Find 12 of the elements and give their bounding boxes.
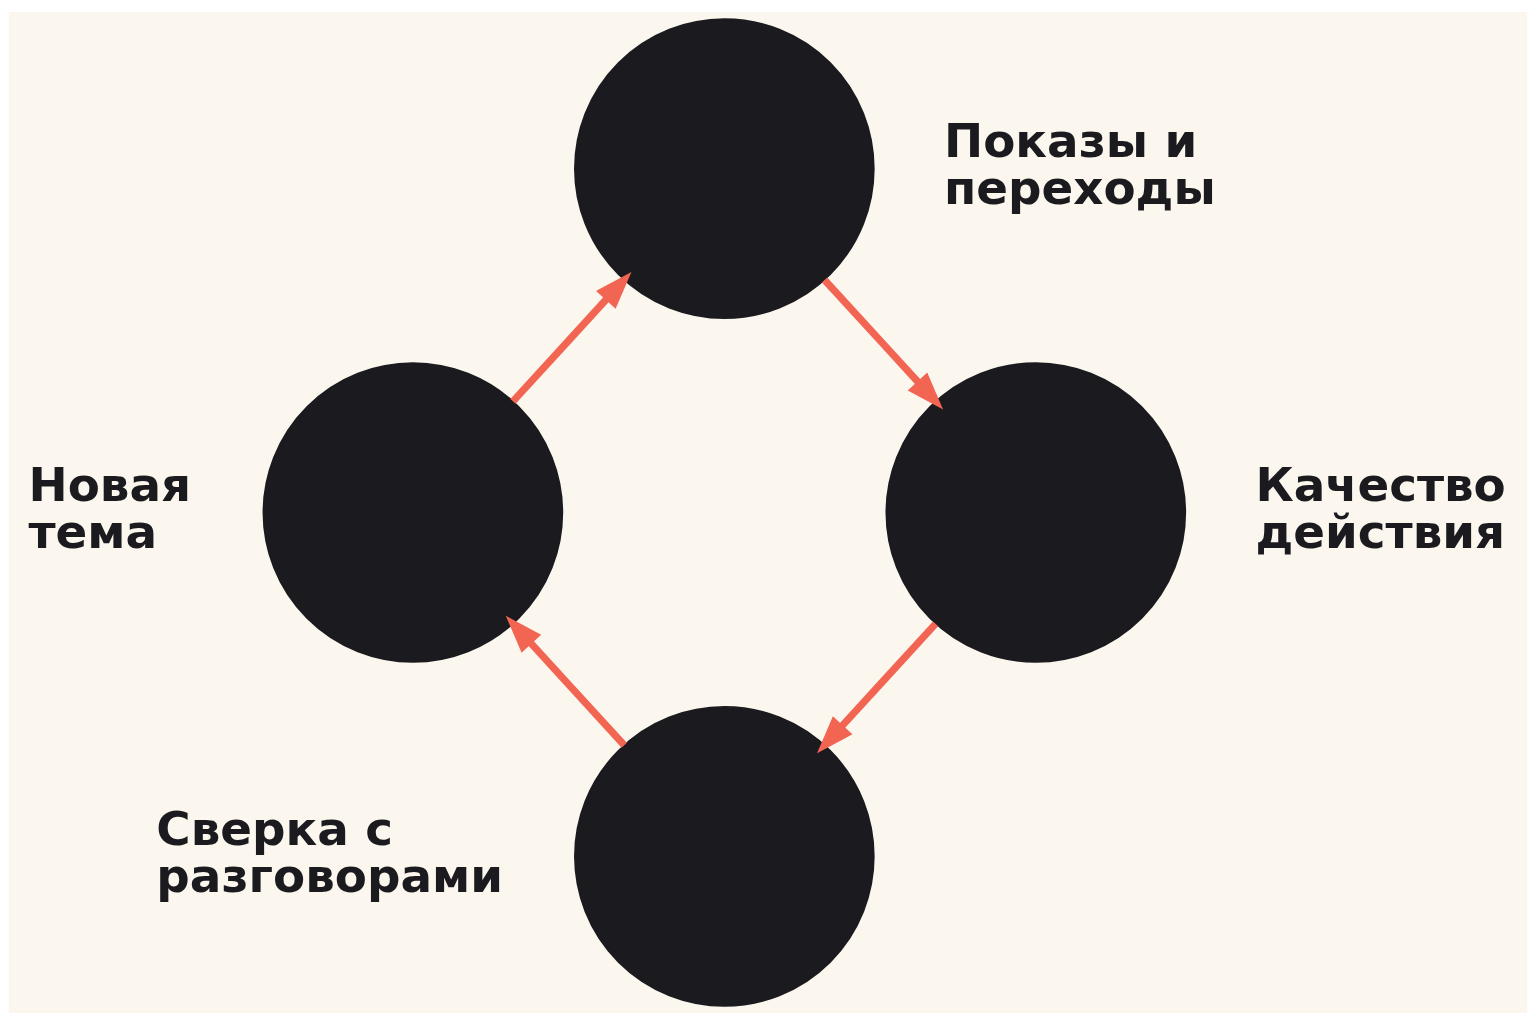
arrow <box>821 277 944 409</box>
node-label: Сверка с разговорами <box>156 801 504 903</box>
node-circle <box>885 361 1187 663</box>
arrow <box>817 620 939 753</box>
node-circle <box>262 361 564 663</box>
node-label: Новая тема <box>28 457 192 559</box>
node-circle <box>574 705 875 1007</box>
arrow <box>510 271 632 404</box>
node-circle <box>574 17 875 319</box>
node-label: Качество действия <box>1255 457 1506 559</box>
node-label: Показы и переходы <box>943 113 1216 215</box>
arrow <box>505 615 627 748</box>
